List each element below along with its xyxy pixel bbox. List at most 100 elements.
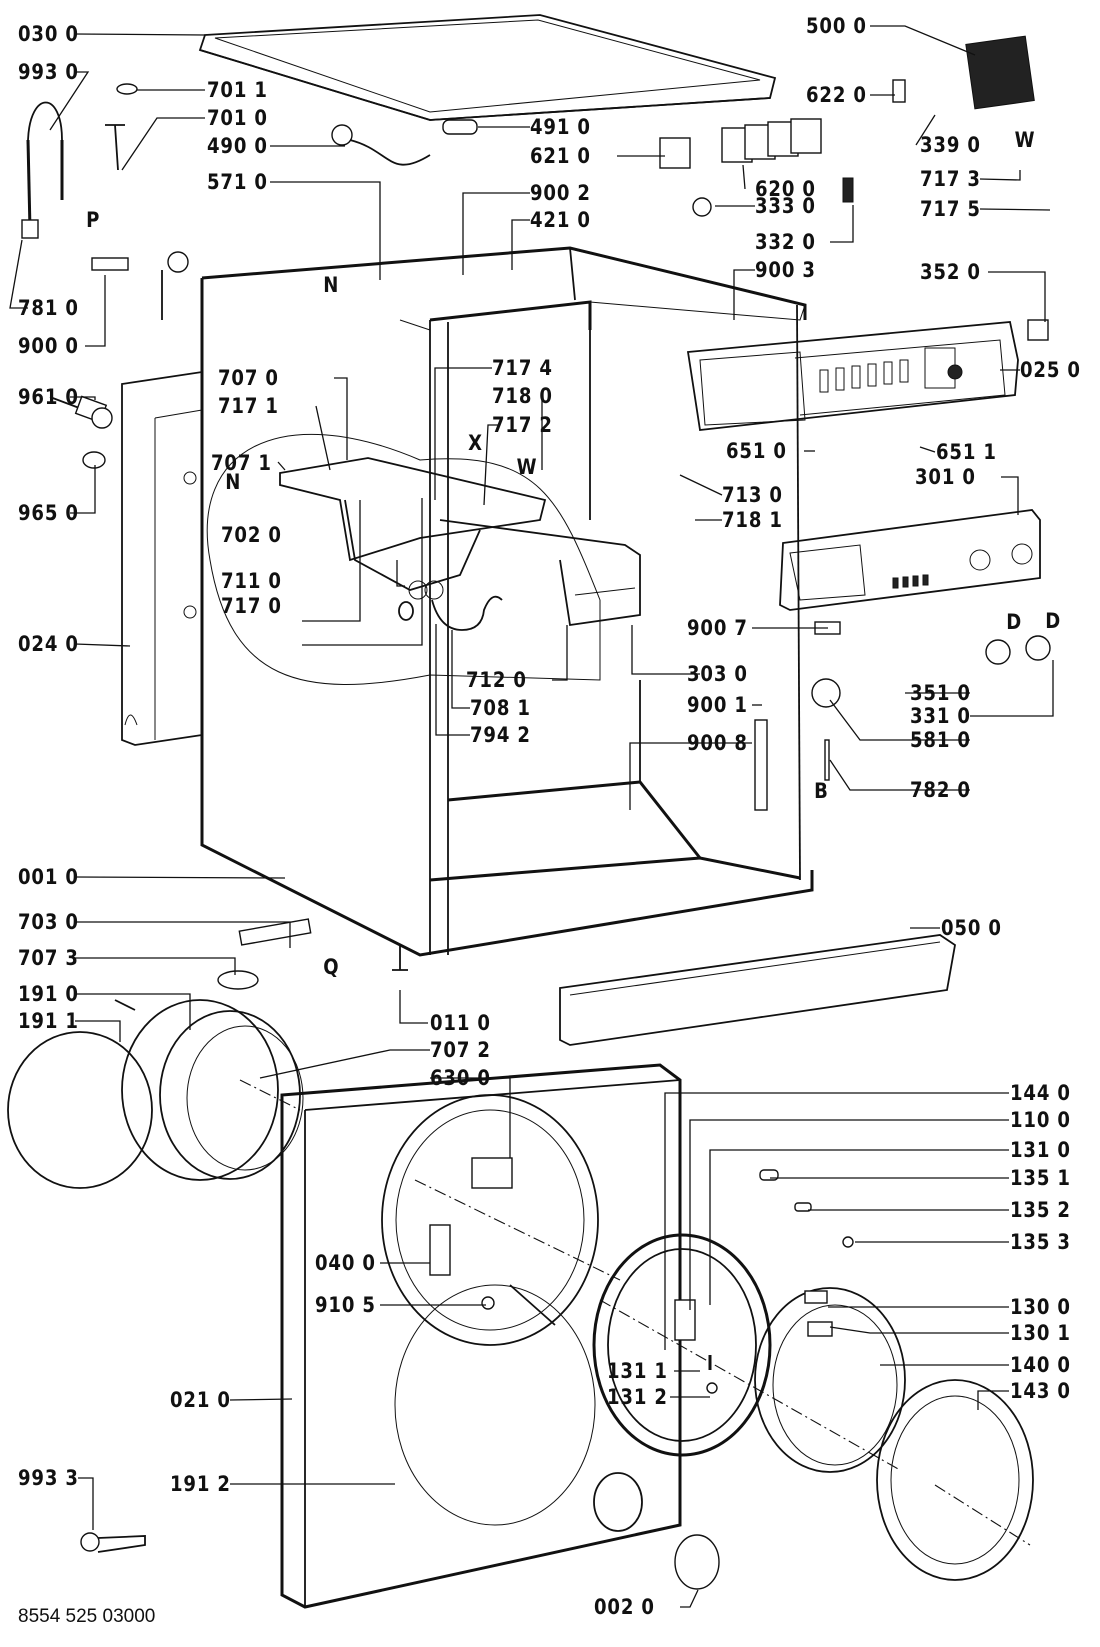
- part-label-303-0: 303 0: [687, 662, 748, 686]
- cord-part: [114, 999, 136, 1011]
- part-label-965-0: 965 0: [18, 501, 79, 525]
- marker-n-top: N: [323, 273, 339, 297]
- part-label-110-0: 110 0: [1010, 1108, 1071, 1132]
- dispenser-area-outline: [206, 433, 601, 685]
- plate-part-2: [807, 1321, 833, 1337]
- part-label-717-4: 717 4: [492, 356, 553, 380]
- part-label-001-0: 001 0: [18, 865, 79, 889]
- part-label-581-0: 581 0: [910, 728, 971, 752]
- part-label-351-0: 351 0: [910, 681, 971, 705]
- grommet-part: [82, 451, 106, 469]
- door-ring-part: [592, 1233, 901, 1471]
- part-label-630-0: 630 0: [430, 1066, 491, 1090]
- part-label-708-1: 708 1: [470, 696, 531, 720]
- hose-tube-part: [238, 918, 312, 946]
- part-label-900-8: 900 8: [687, 731, 748, 755]
- connector-part: [842, 177, 854, 203]
- door-handle-part: [429, 1224, 451, 1276]
- part-label-651-0: 651 0: [726, 439, 787, 463]
- part-label-718-0: 718 0: [492, 384, 553, 408]
- spring-cord-part: [509, 1284, 556, 1326]
- screw-foot-part: [392, 945, 408, 971]
- part-label-421-0: 421 0: [530, 208, 591, 232]
- marker-n-left: N: [225, 470, 241, 494]
- part-label-030-0: 030 0: [18, 22, 79, 46]
- part-label-135-1: 135 1: [1010, 1166, 1071, 1190]
- part-label-718-1: 718 1: [722, 508, 783, 532]
- knob-left-part: [985, 639, 1011, 665]
- document-number: 8554 525 03000: [18, 1606, 156, 1627]
- part-label-131-0: 131 0: [1010, 1138, 1071, 1162]
- cap-cover-part: [674, 1534, 720, 1590]
- part-label-135-2: 135 2: [1010, 1198, 1071, 1222]
- part-label-900-2: 900 2: [530, 181, 591, 205]
- part-label-352-0: 352 0: [920, 260, 981, 284]
- part-label-191-0: 191 0: [18, 982, 79, 1006]
- part-label-651-1: 651 1: [936, 440, 997, 464]
- part-label-571-0: 571 0: [207, 170, 268, 194]
- part-label-910-5: 910 5: [315, 1293, 376, 1317]
- front-panel-part: [280, 1063, 682, 1609]
- part-label-993-3: 993 3: [18, 1466, 79, 1490]
- part-label-900-0: 900 0: [18, 334, 79, 358]
- marker-p: P: [86, 208, 100, 232]
- side-panel-part: [121, 370, 203, 746]
- marker-q: Q: [323, 955, 339, 979]
- wrench-tool: [80, 1532, 146, 1553]
- part-label-131-1: 131 1: [607, 1359, 668, 1383]
- part-label-130-0: 130 0: [1010, 1295, 1071, 1319]
- part-label-717-5: 717 5: [920, 197, 981, 221]
- cap-part: [116, 83, 138, 95]
- part-label-135-3: 135 3: [1010, 1230, 1071, 1254]
- part-label-025-0: 025 0: [1020, 358, 1081, 382]
- part-label-900-7: 900 7: [687, 616, 748, 640]
- part-label-622-0: 622 0: [806, 83, 867, 107]
- relay-part: [659, 137, 691, 169]
- screw-part: [481, 1296, 495, 1310]
- sensor-part: [1027, 319, 1049, 341]
- plinth-part: [559, 934, 956, 1046]
- part-label-491-0: 491 0: [530, 115, 591, 139]
- timer-module-part: [965, 35, 1035, 110]
- door-seal-part: [7, 999, 304, 1189]
- seal-ring-part: [217, 970, 259, 990]
- part-label-900-3: 900 3: [755, 258, 816, 282]
- part-label-781-0: 781 0: [18, 296, 79, 320]
- part-label-130-1: 130 1: [1010, 1321, 1071, 1345]
- part-label-140-0: 140 0: [1010, 1353, 1071, 1377]
- part-label-702-0: 702 0: [221, 523, 282, 547]
- part-label-500-0: 500 0: [806, 14, 867, 38]
- part-label-131-2: 131 2: [607, 1385, 668, 1409]
- part-label-021-0: 021 0: [170, 1388, 231, 1412]
- door-glass-part: [754, 1287, 906, 1473]
- part-label-621-0: 621 0: [530, 144, 591, 168]
- part-label-711-0: 711 0: [221, 569, 282, 593]
- part-label-717-3: 717 3: [920, 167, 981, 191]
- lamp-part: [692, 197, 712, 217]
- spring-part: [794, 1202, 812, 1212]
- washer-part: [706, 1382, 718, 1394]
- part-label-717-0: 717 0: [221, 594, 282, 618]
- leader-lines: [9, 25, 1054, 1608]
- door-lock-part: [471, 1157, 513, 1189]
- relay-block-part: [721, 118, 822, 163]
- capacitor-part: [442, 119, 478, 135]
- part-label-782-0: 782 0: [910, 778, 971, 802]
- valve-part: [105, 124, 189, 320]
- door-outer-ring-part: [876, 1379, 1034, 1581]
- pressure-switch-part: [811, 678, 841, 708]
- part-label-712-0: 712 0: [466, 668, 527, 692]
- part-label-144-0: 144 0: [1010, 1081, 1071, 1105]
- part-label-713-0: 713 0: [722, 483, 783, 507]
- part-label-024-0: 024 0: [18, 632, 79, 656]
- part-label-717-1: 717 1: [218, 394, 279, 418]
- plate-part: [804, 1290, 828, 1304]
- part-label-707-0: 707 0: [218, 366, 279, 390]
- rod-part: [824, 739, 830, 781]
- part-label-331-0: 331 0: [910, 704, 971, 728]
- hose-part: [21, 101, 64, 239]
- part-label-332-0: 332 0: [755, 230, 816, 254]
- part-label-490-0: 490 0: [207, 134, 268, 158]
